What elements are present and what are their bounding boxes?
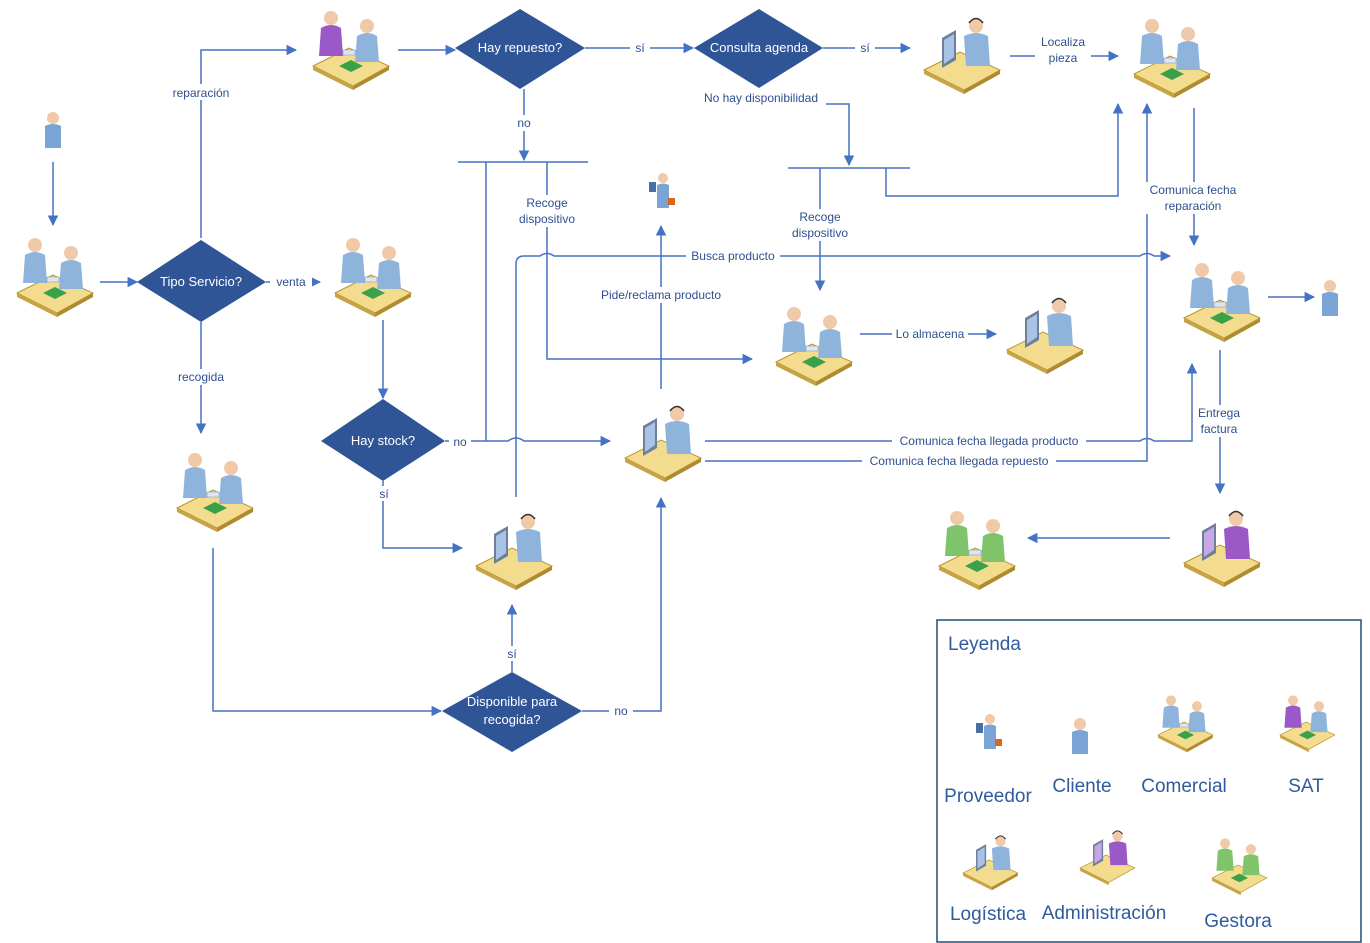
decision-hay-stock: Hay stock? xyxy=(321,399,445,481)
connector xyxy=(382,481,464,554)
label-localiza: Localiza xyxy=(1041,35,1085,49)
cliente-icon xyxy=(1072,718,1088,754)
legend: Leyenda Proveedor Cliente Comercial SAT … xyxy=(936,619,1362,943)
svg-text:recogida?: recogida? xyxy=(483,712,540,727)
comercial-icon xyxy=(1183,262,1261,343)
connector xyxy=(582,496,667,712)
proveedor-icon xyxy=(649,173,675,208)
label-no-stock: no xyxy=(453,435,467,449)
label-venta: venta xyxy=(276,275,306,289)
label-no-disponible: no xyxy=(614,704,628,718)
logistica-icon xyxy=(475,513,553,591)
comercial-icon xyxy=(775,306,853,387)
cliente-icon xyxy=(45,112,61,148)
label-factura: factura xyxy=(1201,422,1238,436)
connector xyxy=(200,44,298,238)
svg-text:Hay repuesto?: Hay repuesto? xyxy=(478,40,563,55)
decision-tipo-servicio: Tipo Servicio? xyxy=(137,240,266,322)
comercial-icon xyxy=(334,237,412,318)
gestora-icon xyxy=(937,511,1017,590)
connector xyxy=(705,102,1153,462)
label-recoge-2: Recoge xyxy=(799,210,841,224)
label-llegada-repuesto: Comunica fecha llegada repuesto xyxy=(870,454,1049,468)
label-no-repuesto: no xyxy=(517,116,531,130)
connector xyxy=(705,362,1198,442)
comercial-icon xyxy=(176,452,254,533)
comercial-icon xyxy=(1133,18,1211,99)
gestora-icon xyxy=(1211,838,1268,896)
decision-disponible-recogida: Disponible para recogida? xyxy=(442,672,582,752)
legend-box xyxy=(936,619,1362,943)
label-si-repuesto: sí xyxy=(635,41,645,55)
sat-icon xyxy=(1279,695,1336,753)
connector xyxy=(885,102,1124,197)
administracion-icon xyxy=(1079,830,1136,886)
connectors xyxy=(47,42,1316,717)
label-lo-almacena: Lo almacena xyxy=(896,327,965,341)
edge-labels: reparación venta recogida sí sí no No ha… xyxy=(163,34,1245,719)
svg-text:Hay stock?: Hay stock? xyxy=(351,433,415,448)
label-no-disponibilidad: No hay disponibilidad xyxy=(704,91,818,105)
label-llegada-producto: Comunica fecha llegada producto xyxy=(900,434,1079,448)
connector xyxy=(445,435,612,447)
connector xyxy=(212,548,443,717)
svg-text:Tipo Servicio?: Tipo Servicio? xyxy=(160,274,242,289)
cliente-icon xyxy=(1322,280,1338,316)
svg-text:Consulta agenda: Consulta agenda xyxy=(710,40,809,55)
legend-cliente: Cliente xyxy=(1052,776,1111,797)
sat-icon xyxy=(311,11,391,90)
logistica-icon xyxy=(1006,297,1084,375)
label-si-disponible: sí xyxy=(507,647,517,661)
legend-administracion: Administración xyxy=(1042,903,1167,924)
legend-proveedor: Proveedor xyxy=(944,786,1032,807)
logistica-icon xyxy=(624,405,702,483)
label-si-agenda: sí xyxy=(860,41,870,55)
label-reparacion-2: reparación xyxy=(1165,199,1222,213)
label-dispositivo-1: dispositivo xyxy=(519,212,575,226)
connector xyxy=(762,103,855,167)
label-busca-producto: Busca producto xyxy=(691,249,775,263)
label-dispositivo-2: dispositivo xyxy=(792,226,848,240)
legend-sat: SAT xyxy=(1288,776,1324,797)
legend-logistica: Logística xyxy=(950,904,1026,925)
svg-text:Disponible para: Disponible para xyxy=(467,694,558,709)
legend-gestora: Gestora xyxy=(1204,911,1272,932)
label-pieza: pieza xyxy=(1049,51,1078,65)
comercial-icon xyxy=(16,237,94,318)
decision-consulta-agenda: Consulta agenda xyxy=(694,9,823,88)
connector xyxy=(546,162,754,365)
label-pide-reclama: Pide/reclama producto xyxy=(601,288,721,302)
label-entrega: Entrega xyxy=(1198,406,1240,420)
legend-title: Leyenda xyxy=(948,634,1021,655)
logistica-icon xyxy=(923,17,1001,95)
label-si-stock: sí xyxy=(379,487,389,501)
label-recoge-1: Recoge xyxy=(526,196,568,210)
decision-hay-repuesto: Hay repuesto? xyxy=(455,9,585,89)
label-reparacion: reparación xyxy=(173,86,230,100)
label-comunica-fecha: Comunica fecha xyxy=(1150,183,1237,197)
label-recogida: recogida xyxy=(178,370,224,384)
legend-comercial: Comercial xyxy=(1141,776,1227,797)
administracion-icon xyxy=(1182,510,1262,587)
